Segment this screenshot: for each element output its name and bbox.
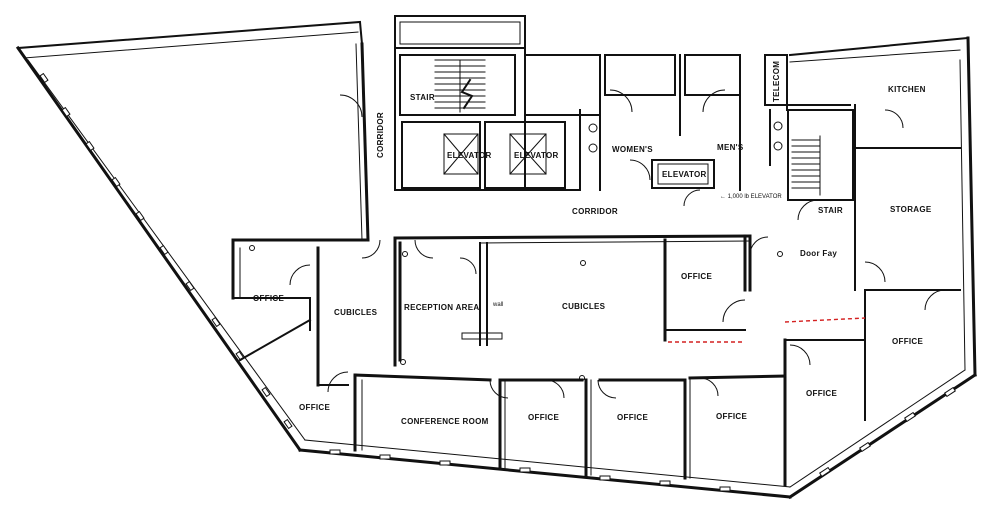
label-elevator-1: ELEVATOR [447, 151, 492, 160]
label-office-left: OFFICE [253, 294, 284, 303]
label-office-mid: OFFICE [681, 272, 712, 281]
label-office-b4: OFFICE [806, 389, 837, 398]
label-telecom: TELECOM [772, 61, 781, 102]
door-swings [289, 89, 946, 399]
label-womens: WOMEN'S [612, 145, 653, 154]
label-kitchen: KITCHEN [888, 85, 926, 94]
label-elevator-3: ELEVATOR [662, 170, 707, 179]
label-cubicles-center: CUBICLES [562, 302, 606, 311]
label-office-b2: OFFICE [617, 413, 648, 422]
label-cubicles-left: CUBICLES [334, 308, 378, 317]
stair-treads-top [434, 59, 486, 113]
label-storage: STORAGE [890, 205, 932, 214]
exterior-walls [15, 20, 978, 500]
label-wall-note: wall [492, 302, 503, 308]
window-marks-bottom [329, 386, 956, 492]
label-stair-top: STAIR [410, 93, 435, 102]
proposed-wall-2 [784, 317, 866, 323]
label-elevator-note: ← 1,000 lb ELEVATOR [720, 194, 782, 200]
label-stair-right: STAIR [818, 206, 843, 215]
room-labels: STAIR CORRIDOR ELEVATOR ELEVATOR WOMEN'S… [253, 61, 932, 426]
label-mens: MEN'S [717, 143, 744, 152]
label-office-right: OFFICE [892, 337, 923, 346]
label-corridor-left: CORRIDOR [376, 112, 385, 158]
label-doorway: Door Fay [800, 249, 837, 258]
label-elevator-2: ELEVATOR [514, 151, 559, 160]
stair-treads-right [791, 135, 821, 196]
label-office-b1: OFFICE [528, 413, 559, 422]
column-markers [249, 245, 783, 381]
window-marks-left [39, 72, 293, 430]
label-reception: RECEPTION AREA [404, 303, 479, 312]
label-corridor-main: CORRIDOR [572, 207, 618, 216]
label-conference: CONFERENCE ROOM [401, 417, 489, 426]
label-office-b3: OFFICE [716, 412, 747, 421]
core-walls [355, 15, 961, 421]
label-office-lower-left: OFFICE [299, 403, 330, 412]
interior-walls [231, 234, 866, 487]
